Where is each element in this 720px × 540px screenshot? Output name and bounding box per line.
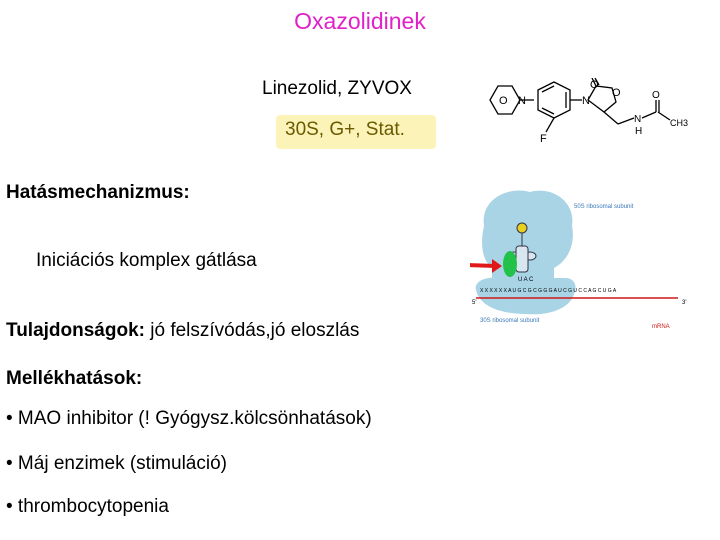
mechanism-heading: Hatásmechanizmus: [6,182,190,203]
atom-o2: O [612,87,621,99]
label-50s: 50S ribosomal subunit [574,204,634,210]
mechanism-text: Iniciációs komplex gátlása [36,250,257,271]
label-mrna: mRNA [652,324,670,330]
bullet-liver: • Máj enzimek (stimuláció) [6,453,227,474]
atom-n1: N [518,95,526,107]
bullet-mao: • MAO inhibitor (! Gyógysz.kölcsönhatáso… [6,408,372,429]
label-30s: 30S ribosomal subunit [480,318,540,324]
atom-o4: O [652,90,660,101]
label-3: 3' [682,300,686,306]
properties-line: Tulajdonságok: jó felszívódás,jó eloszlá… [6,320,359,342]
linezolid-blob [503,251,517,277]
atom-nh: N [634,114,641,125]
ribosome-30s [475,277,576,315]
properties-text: 30S, G+, Stat. [285,119,405,140]
atom-n2: N [582,95,590,107]
linezolid-structure: O N F O N O N H O CH3 [489,78,688,145]
mrna-sequence: X X X X X X A U G C G C G G G A U C G U … [480,288,617,294]
drug-name: Linezolid, ZYVOX [262,78,412,99]
atom-o1: O [499,95,508,107]
side-effects-heading: Mellékhatások: [6,368,143,389]
anticodon: U A C [518,277,534,283]
properties-label: Tulajdonságok: [6,320,145,341]
properties-value: jó felszívódás,jó eloszlás [144,320,360,341]
atom-o3: O [590,79,599,91]
ribosome-diagram: U A C X X X X X X A U G C G C G G G A U … [470,190,686,330]
atom-f: F [540,133,547,145]
slide-title: Oxazolidinek [294,8,426,34]
bullet-thrombo: • thrombocytopenia [6,496,169,517]
red-arrow [470,263,497,268]
label-5: 5' [472,300,476,306]
atom-h: H [635,126,642,137]
atom-ch3: CH3 [670,118,688,128]
properties-highlight [276,115,436,149]
